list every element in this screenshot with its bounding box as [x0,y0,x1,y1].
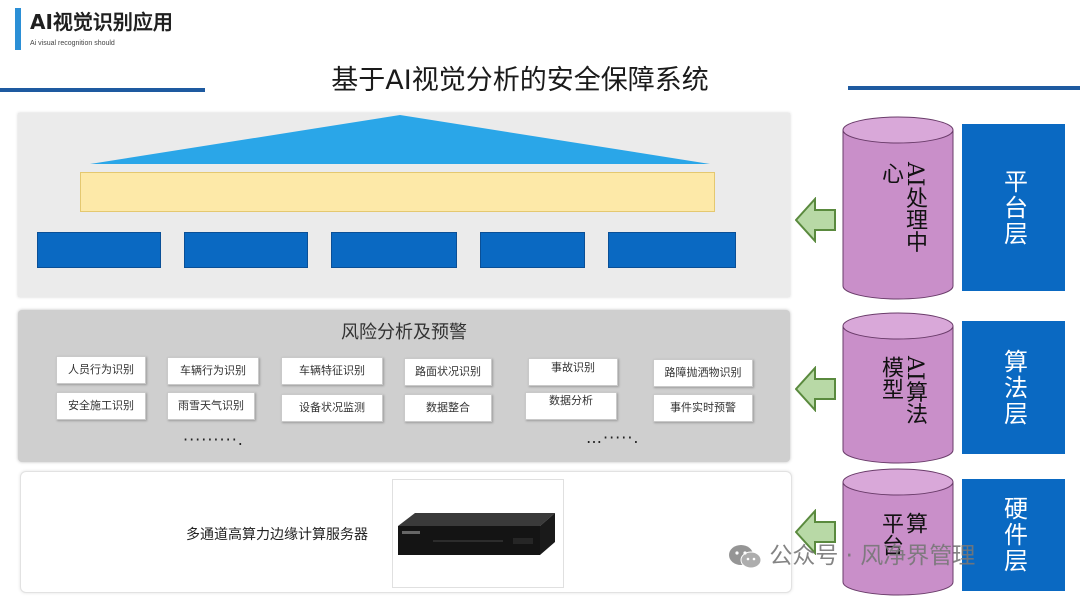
cylinder-ai-center [842,116,954,300]
ellipsis-right: …·····. [586,428,640,447]
layer-label: 平台层 [999,168,1028,247]
risk-tag: 数据整合 [404,394,492,422]
roof-triangle [90,115,710,164]
risk-tag: 路面状况识别 [404,358,492,386]
watermark: 公众号 · 风净界管理 [728,536,975,570]
platform-module-1 [37,232,161,268]
header-subtitle: Ai visual recognition should [30,40,115,47]
main-title: 基于AI视觉分析的安全保障系统 [331,65,709,96]
layer-label: 算法层 [999,348,1028,427]
platform-module-3 [331,232,457,268]
title-line-right [848,86,1080,90]
risk-tag: 事故识别 [528,358,618,386]
platform-bar [80,172,715,212]
layer-platform: 平台层 [962,124,1065,291]
platform-module-5 [608,232,736,268]
wechat-icon [728,544,762,570]
header-title: AI视觉识别应用 [30,10,173,34]
cylinder-label-ai-center: AI处理中 心 [878,162,927,253]
arrow-left-icon [795,509,836,555]
risk-tag: 数据分析 [525,392,617,420]
title-line-left [0,88,205,92]
risk-tag: 安全施工识别 [56,392,146,420]
header-accent-bar [15,8,21,50]
platform-module-2 [184,232,308,268]
watermark-text: 公众号 · 风净界管理 [769,543,976,569]
ellipsis-left: ·········. [183,430,244,449]
risk-tag: 设备状况监测 [281,394,383,422]
risk-tag: 车辆行为识别 [167,357,259,385]
cylinder-label-compute-platform: 算 平台 [878,512,927,556]
risk-panel-title: 风险分析及预警 [341,322,467,343]
risk-tag: 路障抛洒物识别 [653,359,753,387]
cylinder-compute-platform [842,468,954,596]
platform-module-4 [480,232,585,268]
cylinder-label-ai-algorithm: AI算法 模型 [878,356,927,425]
arrow-left-icon [795,366,836,412]
arrow-left-icon [795,197,836,243]
layer-algorithm: 算法层 [962,321,1065,454]
server-image-frame [392,479,564,588]
risk-tag: 车辆特征识别 [281,357,383,385]
cylinder-ai-algorithm [842,312,954,464]
risk-tag: 人员行为识别 [56,356,146,384]
layer-hardware: 硬件层 [962,479,1065,591]
server-image [398,513,555,555]
risk-tag: 雨雪天气识别 [167,392,255,420]
layer-label: 硬件层 [999,496,1028,574]
risk-tag: 事件实时预警 [653,394,753,422]
server-label: 多通道高算力边缘计算服务器 [186,527,368,543]
